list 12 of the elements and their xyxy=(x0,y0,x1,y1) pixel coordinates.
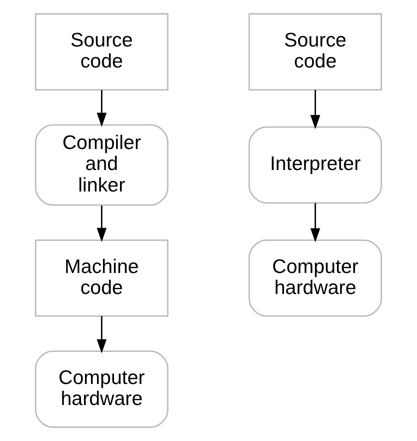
arrow xyxy=(96,90,107,127)
node-box: Computer hardware xyxy=(248,239,382,317)
node-box: Machine code xyxy=(34,239,168,317)
arrow xyxy=(96,316,107,354)
node-box: Source code xyxy=(34,13,168,90)
arrow xyxy=(310,203,320,242)
node-box: Source code xyxy=(248,13,382,90)
node-box: Computer hardware xyxy=(34,350,168,428)
arrow xyxy=(96,206,107,242)
node-box: Compiler and linker xyxy=(34,124,168,206)
node-box: Interpreter xyxy=(248,126,382,204)
arrow xyxy=(310,90,320,130)
